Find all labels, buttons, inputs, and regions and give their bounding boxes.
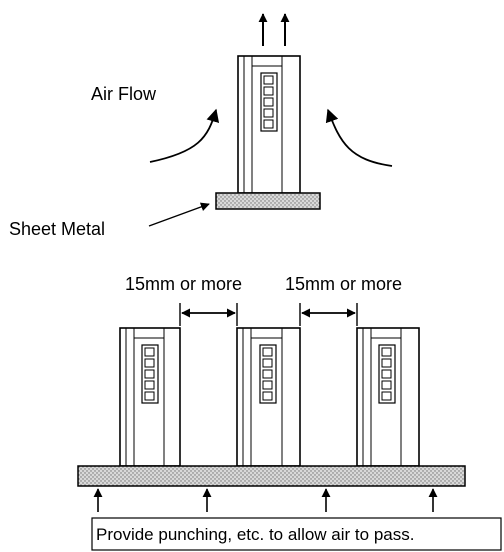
note-text: Provide punching, etc. to allow air to p… xyxy=(96,525,414,544)
drive-unit-center xyxy=(236,327,301,467)
bottom-airflow-up-arrows xyxy=(93,488,438,512)
air-flow-label: Air Flow xyxy=(91,84,157,104)
drive-unit-left xyxy=(119,327,181,467)
top-drive-unit xyxy=(237,55,301,194)
bottom-sheet-metal-plate xyxy=(77,465,466,487)
gap-right-dimension xyxy=(299,303,358,326)
drive-unit-right xyxy=(356,327,420,467)
sheet-metal-label: Sheet Metal xyxy=(9,219,105,239)
top-sheet-metal-plate xyxy=(215,192,321,210)
air-flow-curved-arrows xyxy=(149,108,393,167)
top-airflow-up-arrows xyxy=(258,13,290,46)
gap-right-label: 15mm or more xyxy=(285,274,402,294)
note-box xyxy=(91,517,502,551)
gap-left-label: 15mm or more xyxy=(125,274,242,294)
gap-left-dimension xyxy=(179,303,238,326)
sheet-metal-pointer-arrow xyxy=(148,202,210,227)
